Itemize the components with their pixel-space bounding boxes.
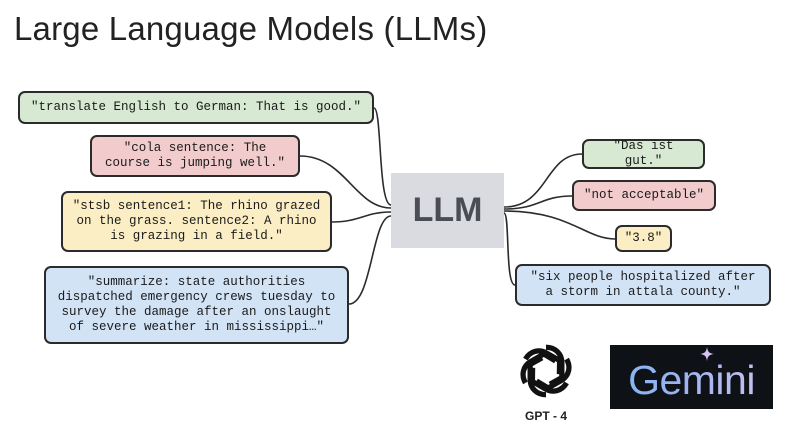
page-title: Large Language Models (LLMs) <box>14 10 488 47</box>
gemini-wordmark: Gemini <box>610 345 773 409</box>
connector-out-4 <box>503 212 516 286</box>
connector-in-2 <box>299 155 392 209</box>
input-translate: "translate English to German: That is go… <box>18 91 374 124</box>
connector-out-1 <box>503 153 583 208</box>
gpt4-label: GPT - 4 <box>524 409 567 423</box>
output-translation: "Das ist gut." <box>582 139 705 169</box>
openai-logo-icon <box>512 338 580 404</box>
output-summary: "six people hospitalized after a storm i… <box>515 264 771 306</box>
connector-out-2 <box>503 195 573 210</box>
output-cola: "not acceptable" <box>572 180 716 211</box>
output-stsb: "3.8" <box>615 225 672 252</box>
gemini-logo: Gemini <box>610 345 773 409</box>
connector-in-3 <box>331 211 392 223</box>
input-stsb: "stsb sentence1: The rhino grazed on the… <box>61 191 332 252</box>
connector-in-1 <box>373 107 392 206</box>
connector-in-4 <box>348 215 392 305</box>
input-cola: "cola sentence: The course is jumping we… <box>90 135 300 177</box>
connector-out-3 <box>503 210 616 240</box>
sparkle-icon <box>700 347 714 361</box>
input-summarize: "summarize: state authorities dispatched… <box>44 266 349 344</box>
llm-node: LLM <box>391 173 504 248</box>
